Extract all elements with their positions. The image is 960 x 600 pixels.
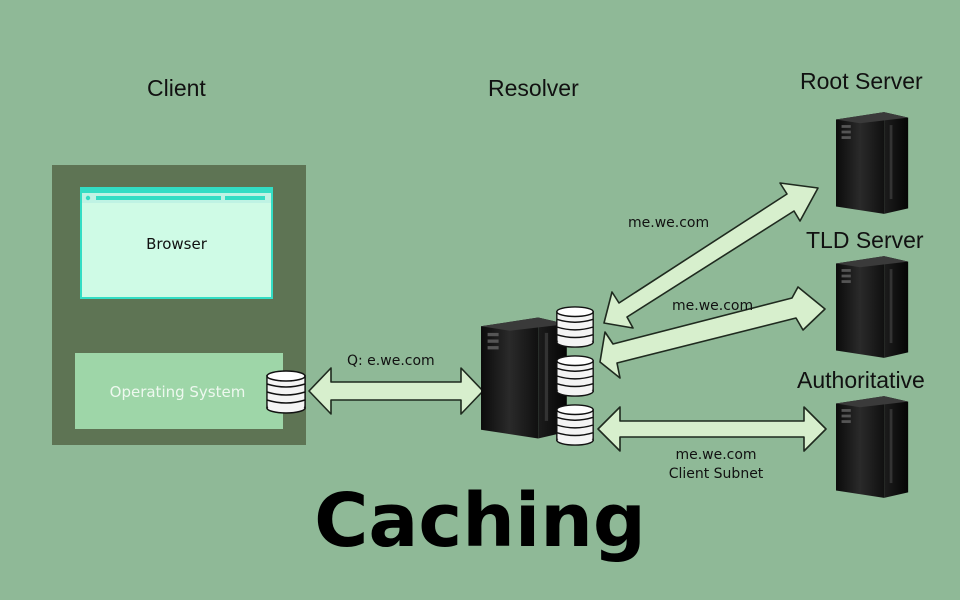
os-cache-icon — [266, 370, 306, 414]
arrow-resolver-root — [603, 182, 819, 329]
tld-server-heading: TLD Server — [806, 227, 924, 253]
resolver-heading: Resolver — [488, 75, 579, 101]
root-query-label: me.we.com — [628, 215, 710, 231]
client-heading: Client — [147, 75, 206, 101]
root-server-heading: Root Server — [800, 68, 923, 94]
arrow-resolver-authoritative — [597, 406, 827, 452]
client-query-label: Q: e.we.com — [347, 353, 435, 369]
resolver-cache-middle-icon — [556, 355, 594, 397]
authoritative-query-line-2: Client Subnet — [668, 466, 764, 482]
arrow-client-resolver — [308, 367, 484, 415]
authoritative-heading: Authoritative — [797, 367, 925, 393]
authoritative-query-label: me.we.com Client Subnet — [657, 446, 775, 484]
authoritative-query-line-1: me.we.com — [675, 447, 757, 463]
resolver-cache-bottom-icon — [556, 404, 594, 446]
resolver-cache-top-icon — [556, 306, 594, 348]
browser-toolbar — [82, 189, 271, 203]
browser-label: Browser — [146, 235, 207, 253]
page-title: Caching — [314, 478, 646, 564]
browser-window-icon: Browser — [80, 187, 273, 299]
root-server-icon — [836, 112, 909, 214]
tld-server-icon — [836, 256, 909, 358]
operating-system-box: Operating System — [75, 353, 283, 429]
operating-system-label: Operating System — [109, 383, 246, 401]
resolver-server-icon — [481, 317, 567, 439]
arrow-resolver-tld — [599, 286, 826, 379]
tld-query-label: me.we.com — [672, 298, 754, 314]
